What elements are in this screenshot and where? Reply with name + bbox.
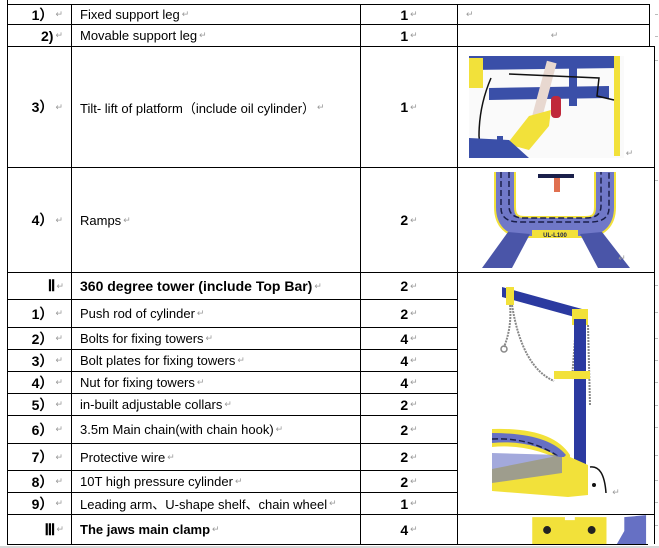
item-description: Tilt- lift of platform（include oil cylin…	[71, 46, 360, 167]
section-number: Ⅲ↵	[7, 514, 71, 544]
item-number: 3）↵	[7, 349, 71, 371]
item-description: in-built adjustable collars↵	[71, 393, 360, 415]
item-quantity: 4↵	[360, 349, 457, 371]
item-image-cell	[457, 514, 655, 545]
item-number: 9）↵	[7, 492, 71, 514]
table-row: 9）↵ Leading arm、U-shape shelf、chain whee…	[7, 492, 657, 514]
table-row: 3）↵ Bolt plates for fixing towers↵ 4↵	[7, 349, 657, 371]
item-description: Bolts for fixing towers↵	[71, 327, 360, 349]
page-shadow	[0, 546, 659, 548]
item-number: 4）↵	[7, 371, 71, 393]
ramps-photo: UL-L100	[480, 172, 631, 268]
svg-text:UL-L100: UL-L100	[543, 233, 567, 239]
item-number: 2）↵	[7, 327, 71, 349]
item-image-cell: ↵	[457, 46, 655, 167]
item-quantity: 1↵	[360, 24, 457, 46]
table-row: 2)↵ Movable support leg↵ 1↵ ↵	[7, 24, 657, 46]
item-quantity: 2↵	[360, 393, 457, 415]
item-number: 1）↵	[7, 4, 71, 24]
section-number: Ⅱ↵	[7, 272, 71, 299]
item-quantity: 4↵	[360, 514, 457, 544]
table-bottom-border	[7, 544, 648, 545]
item-number: 1）↵	[7, 299, 71, 327]
item-number: 2)↵	[7, 24, 71, 46]
jaws-clamp-photo	[458, 515, 654, 545]
item-quantity: 2↵	[360, 443, 457, 470]
item-quantity: 1↵	[360, 4, 457, 24]
table-row: Ⅲ↵ The jaws main clamp↵ 4↵	[7, 514, 657, 545]
table-row: 1）↵ Fixed support leg↵ 1↵ ↵	[7, 4, 657, 24]
item-image-cell: ↵	[457, 24, 650, 46]
item-quantity: 2↵	[360, 272, 457, 299]
item-quantity: 4↵	[360, 371, 457, 393]
item-description: Protective wire↵	[71, 443, 360, 470]
item-quantity: 2↵	[360, 299, 457, 327]
item-description: Fixed support leg↵	[71, 4, 360, 24]
table-row: 1）↵ Push rod of cylinder↵ 2↵	[7, 299, 657, 327]
item-quantity: 2↵	[360, 470, 457, 492]
item-quantity: 2↵	[360, 167, 457, 272]
table-row: Ⅱ↵ 360 degree tower (include Top Bar)↵ 2…	[7, 272, 657, 299]
item-number: 5）↵	[7, 393, 71, 415]
item-image-cell: UL-L100 ↵	[457, 167, 655, 272]
item-quantity: 1↵	[360, 492, 457, 514]
item-description: Ramps↵	[71, 167, 360, 272]
table-row: 7）↵ Protective wire↵ 2↵	[7, 443, 657, 470]
table-row: 4）↵ Nut for fixing towers↵ 4↵	[7, 371, 657, 393]
table-row: 3）↵ Tilt- lift of platform（include oil c…	[7, 46, 657, 167]
item-image-cell: ↵	[457, 272, 655, 514]
table-left-edge	[7, 0, 8, 5]
item-number: 6）↵	[7, 415, 71, 443]
section-title: The jaws main clamp↵	[71, 514, 360, 544]
item-quantity: 4↵	[360, 327, 457, 349]
table-row: 6）↵ 3.5m Main chain(with chain hook)↵ 2↵	[7, 415, 657, 443]
item-image-cell: ↵	[457, 4, 650, 24]
table-row: 5）↵ in-built adjustable collars↵ 2↵	[7, 393, 657, 415]
item-number: 4）↵	[7, 167, 71, 272]
item-description: Leading arm、U-shape shelf、chain wheel↵	[71, 492, 360, 514]
item-description: Nut for fixing towers↵	[71, 371, 360, 393]
item-description: Push rod of cylinder↵	[71, 299, 360, 327]
table-row: 8）↵ 10T high pressure cylinder↵ 2↵	[7, 470, 657, 492]
item-number: 8）↵	[7, 470, 71, 492]
tilt-lift-photo	[468, 56, 624, 158]
item-description: Movable support leg↵	[71, 24, 360, 46]
item-description: 3.5m Main chain(with chain hook)↵	[71, 415, 360, 443]
item-description: Bolt plates for fixing towers↵	[71, 349, 360, 371]
item-description: 10T high pressure cylinder↵	[71, 470, 360, 492]
item-quantity: 1↵	[360, 46, 457, 167]
table-row: 2）↵ Bolts for fixing towers↵ 4↵	[7, 327, 657, 349]
item-number: 7）↵	[7, 443, 71, 470]
tower-photo	[492, 286, 623, 507]
item-quantity: 2↵	[360, 415, 457, 443]
table-row: 4）↵ Ramps↵ 2↵ UL-L100 ↵	[7, 167, 657, 272]
item-number: 3）↵	[7, 46, 71, 167]
section-title: 360 degree tower (include Top Bar)↵	[71, 272, 360, 299]
margin-ticks	[655, 0, 659, 548]
